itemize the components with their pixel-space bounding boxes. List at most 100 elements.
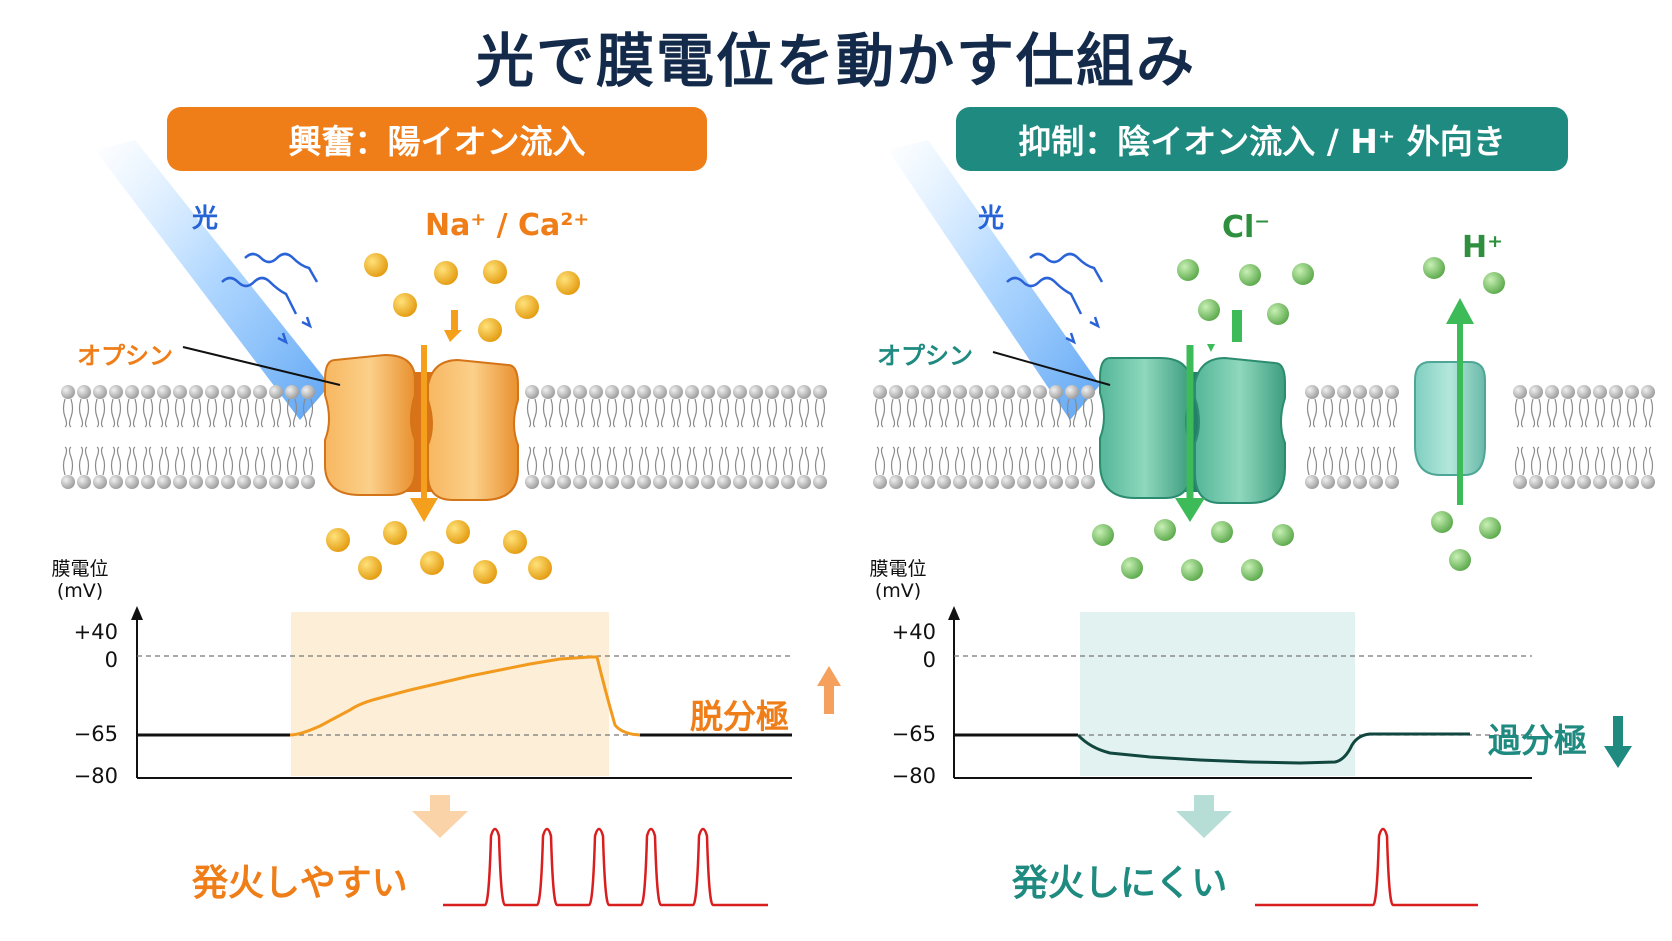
lipid-head [653,475,667,489]
lipid-tail [1578,398,1590,428]
lipid-tail [702,398,714,428]
opsin-channel [1099,356,1286,504]
lipid-head [621,385,635,399]
lipid-tail [638,398,650,428]
lipid-head [937,385,951,399]
lipid-head [541,385,555,399]
lipid-tail [1306,446,1318,476]
effect-label: 脱分極 [690,697,789,736]
lipid-tail [206,446,218,476]
tick-label: 0 [104,648,118,672]
lipid-head [605,385,619,399]
lipid-head [921,475,935,489]
lipid-tail [922,446,934,476]
axis-title: 膜電位 (mV) [51,558,109,602]
lipid-tail [574,446,586,476]
lipid-tail [1338,398,1350,428]
light-wave-icon [1006,252,1104,315]
tick-label: −65 [73,722,118,746]
lipid-head [189,475,203,489]
lipid-tail [1386,398,1398,428]
lipid-tail [686,398,698,428]
lipid-head [1321,475,1335,489]
lipid-tail [906,446,918,476]
lipid-head [733,475,747,489]
opsin-label: オプシン [877,342,973,370]
lipid-head [1001,475,1015,489]
tick-label: +40 [891,620,936,644]
lipid-tail [62,446,74,476]
lipid-head [1625,385,1639,399]
lipid-tail [734,446,746,476]
lipid-head [1337,475,1351,489]
lipid-tail [590,446,602,476]
lipid-head [1641,475,1655,489]
lipid-tail [286,446,298,476]
lipid-tail [1082,446,1094,476]
lipid-head [813,385,827,399]
lipid-tail [970,446,982,476]
lipid-head [1353,475,1367,489]
lipid-tail [814,398,826,428]
lipid-tail [654,446,666,476]
lipid-head [749,475,763,489]
lipid-head [269,475,283,489]
lipid-tail [1322,446,1334,476]
lipid-tail [174,446,186,476]
lipid-head [173,475,187,489]
tick-label: −80 [73,764,118,788]
lipid-head [1017,385,1031,399]
lipid-tail [190,446,202,476]
lipid-head [109,475,123,489]
lipid-head [889,385,903,399]
lipid-head [733,385,747,399]
inhibition-potential-graph [948,606,1532,779]
lipid-tail [558,446,570,476]
lipid-head [1593,475,1607,489]
lipid-head [125,385,139,399]
lipid-head [921,385,935,399]
lipid-tail [94,398,106,428]
lipid-head [109,385,123,399]
lipid-tail [1546,446,1558,476]
lipid-tail [1594,446,1606,476]
lipid-tail [62,398,74,428]
lipid-head [1033,385,1047,399]
excitation-potential-graph [131,606,792,779]
lipid-head [557,385,571,399]
lipid-head [1081,385,1095,399]
lipid-head [637,385,651,399]
light-on-period [291,612,609,776]
lipid-head [1017,475,1031,489]
lipid-tail [526,446,538,476]
lipid-head [969,385,983,399]
lipid-tail [1338,446,1350,476]
lipid-tail [1386,446,1398,476]
lipid-tail [1562,398,1574,428]
lipid-head [1001,385,1015,399]
lipid-tail [1050,446,1062,476]
lipid-tail [686,446,698,476]
lipid-head [253,475,267,489]
light-wave-icon [221,252,319,315]
result-label: 発火しにくい [1012,863,1228,904]
lipid-tail [302,446,314,476]
lipid-tail [1306,398,1318,428]
lipid-head [285,385,299,399]
lipid-tail [94,446,106,476]
result-label: 発火しやすい [192,863,408,904]
lipid-head [125,475,139,489]
lipid-head [1385,475,1399,489]
result-down-arrow [412,795,468,838]
lipid-head [669,385,683,399]
lipid-tail [110,398,122,428]
lipid-head [953,475,967,489]
lipid-tail [142,446,154,476]
lipid-head [93,385,107,399]
page-title: 光で膜電位を動かす仕組み [475,27,1196,95]
lipid-tail [1322,398,1334,428]
lipid-head [1609,475,1623,489]
lipid-tail [874,446,886,476]
lipid-tail [1018,446,1030,476]
